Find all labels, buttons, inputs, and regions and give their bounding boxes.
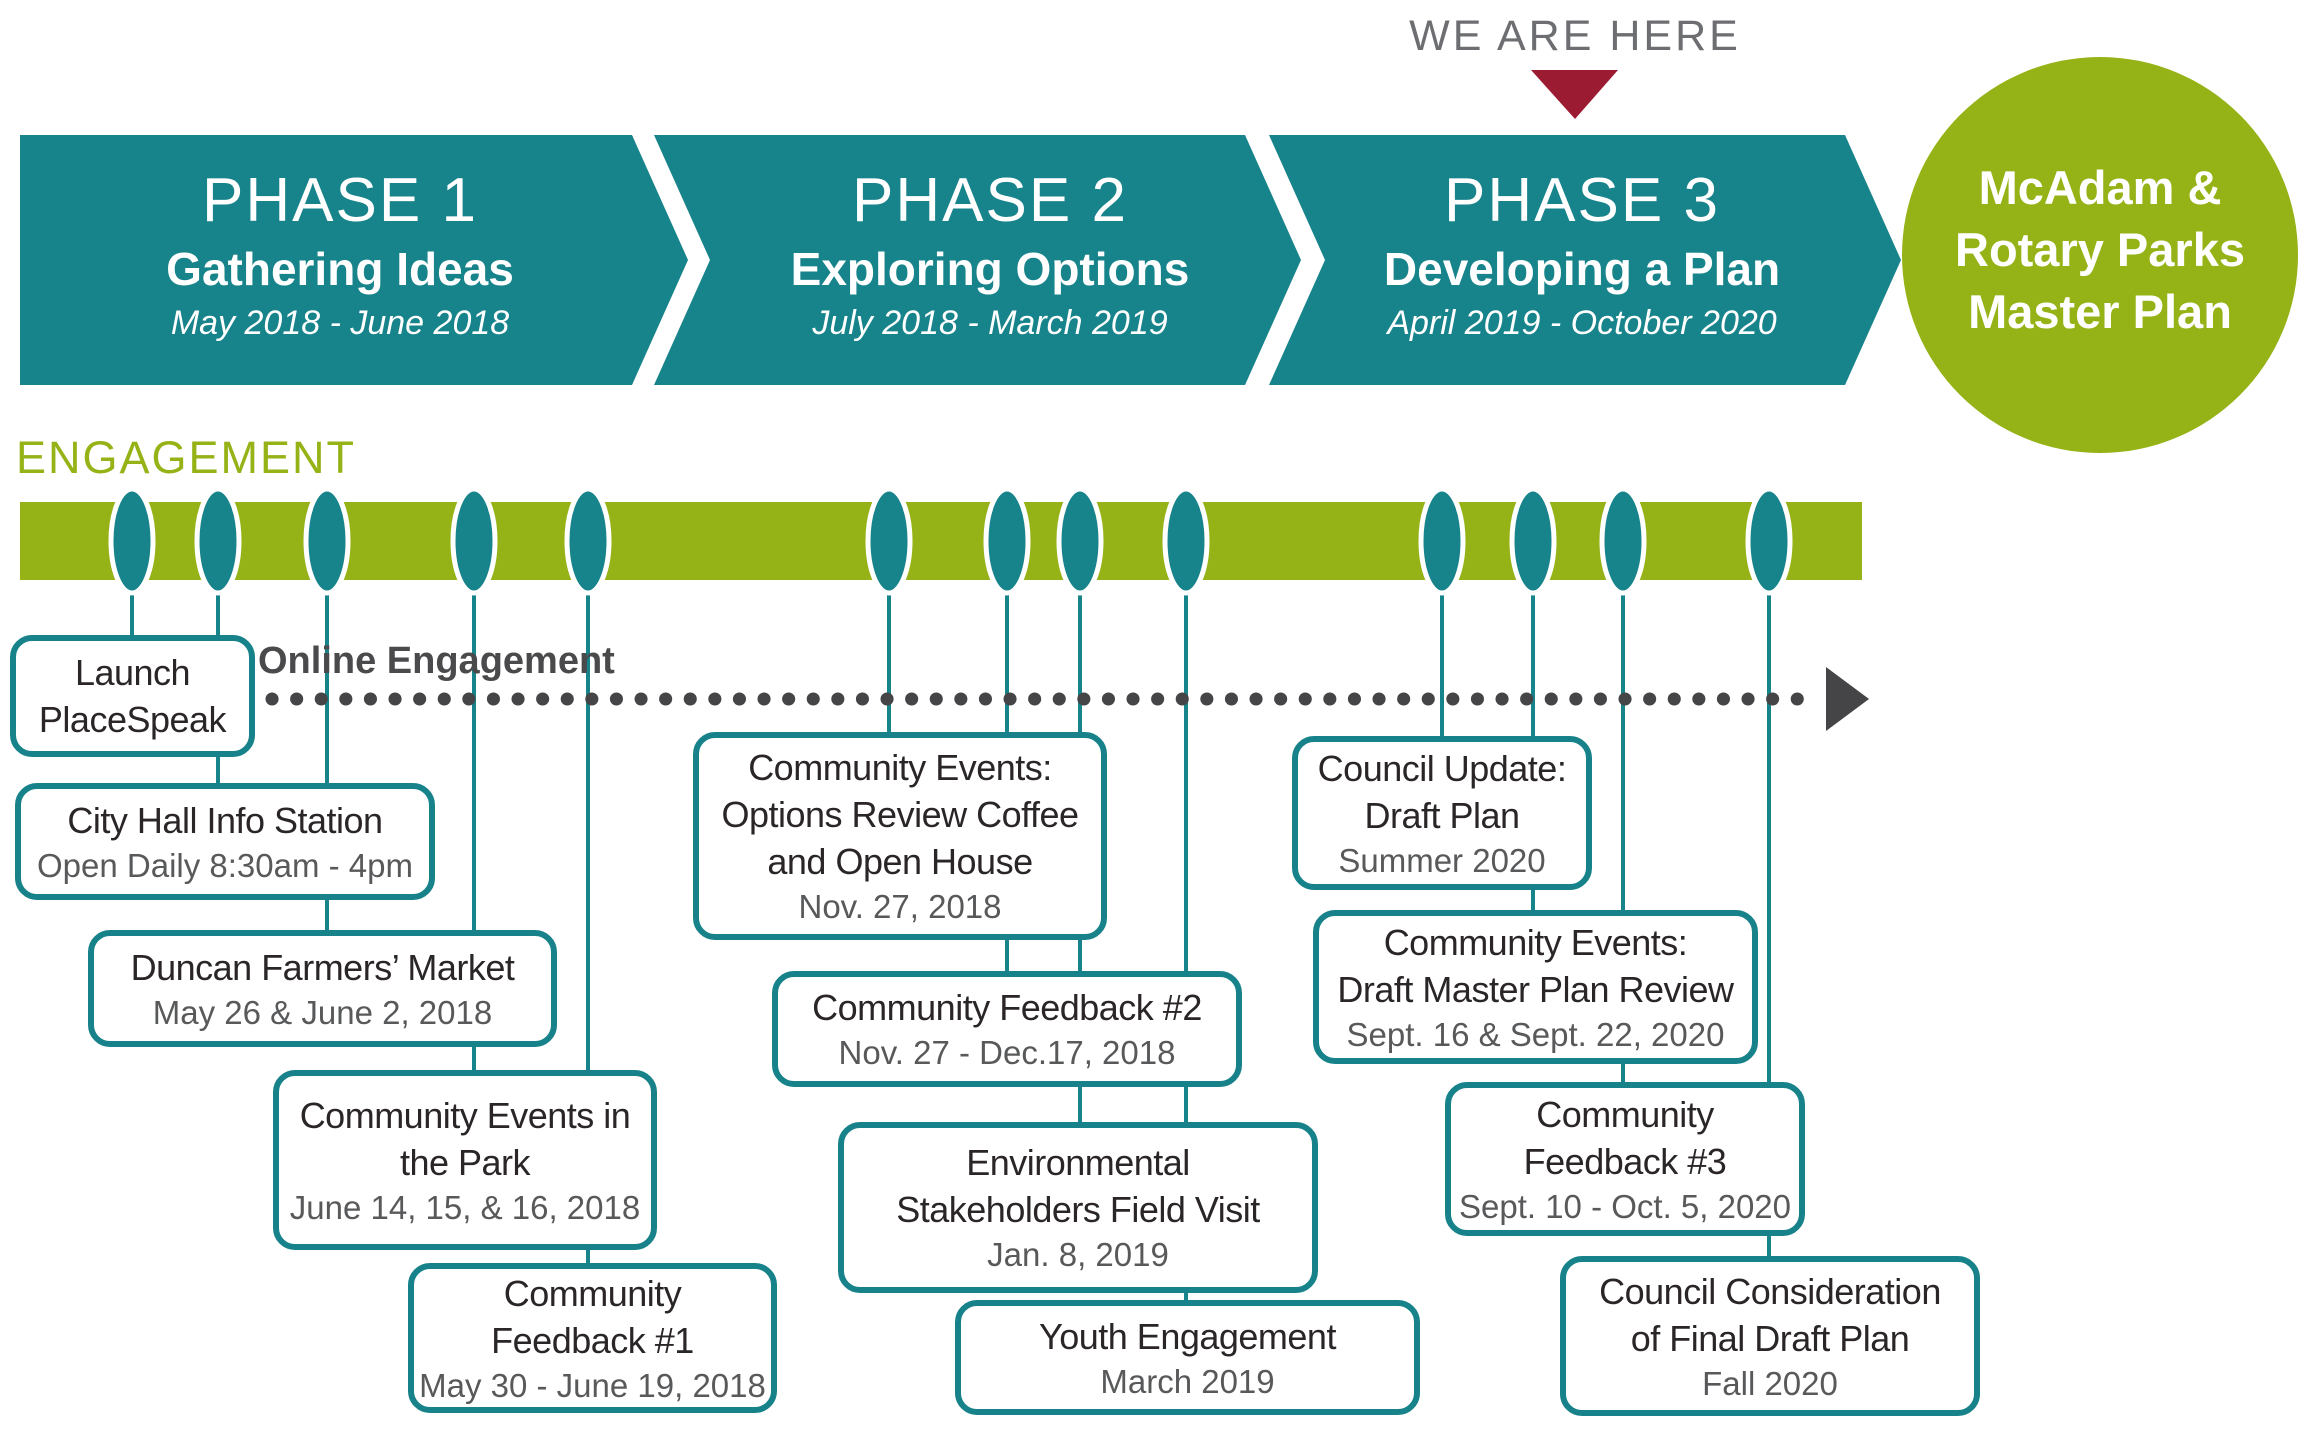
milestone-oval-icon: [1509, 486, 1557, 596]
milestone-oval-icon: [865, 486, 913, 596]
phase-1-dates: May 2018 - June 2018: [170, 304, 510, 342]
event-title-line: Draft Plan: [1364, 794, 1520, 836]
event-date: June 14, 15, & 16, 2018: [289, 1188, 641, 1226]
event-date: May 30 - June 19, 2018: [419, 1366, 766, 1404]
phase-1-text: PHASE 1 Gathering Ideas May 2018 - June …: [30, 163, 650, 347]
online-engagement-arrowhead-icon: [1826, 667, 1869, 731]
event-title-line: Environmental: [966, 1142, 1190, 1183]
event-date: May 26 & June 2, 2018: [152, 993, 493, 1031]
master-plan-line-2: Rotary Parks: [1955, 223, 2245, 276]
event-box: Council Consideration of Final Draft Plan…: [1560, 1256, 1980, 1416]
event-date: Sept. 10 - Oct. 5, 2020: [1458, 1187, 1792, 1225]
event-title-line: Feedback #3: [1523, 1140, 1727, 1182]
event-title-line: Stakeholders Field Visit: [896, 1189, 1260, 1230]
event-title-line: City Hall Info Station: [67, 799, 383, 841]
engagement-milestone-dots: [108, 486, 1793, 596]
event-title-line: Feedback #1: [491, 1319, 694, 1361]
event-title-line: Council Update:: [1317, 747, 1567, 789]
phase-1-chevron: [20, 135, 688, 385]
phase-3-subtitle: Developing a Plan: [1383, 243, 1781, 295]
we-are-here-label: WE ARE HERE: [1409, 12, 1741, 60]
phase-3-name: PHASE 3: [1444, 166, 1720, 235]
phase-2-dates: July 2018 - March 2019: [812, 304, 1168, 342]
event-title-line: Duncan Farmers’ Market: [130, 946, 515, 988]
milestone-oval-icon: [1162, 486, 1210, 596]
event-date: Fall 2020: [1702, 1364, 1838, 1402]
phase-2-name: PHASE 2: [852, 166, 1128, 235]
phase-1-name: PHASE 1: [202, 166, 478, 235]
event-title-line: Community: [503, 1272, 682, 1314]
milestone-oval-icon: [1056, 486, 1104, 596]
online-engagement-label: Online Engagement: [258, 640, 615, 682]
milestone-oval-icon: [1745, 486, 1793, 596]
phase-1-subtitle: Gathering Ideas: [166, 243, 514, 295]
event-date: Nov. 27, 2018: [798, 888, 1002, 925]
event-title-line: PlaceSpeak: [38, 699, 227, 740]
event-title-line: Options Review Coffee: [721, 794, 1079, 835]
milestone-oval-icon: [450, 486, 498, 596]
engagement-heading: ENGAGEMENT: [16, 432, 357, 483]
milestone-oval-icon: [1418, 486, 1466, 596]
event-title-line: the Park: [399, 1141, 531, 1183]
event-date: Open Daily 8:30am - 4pm: [36, 846, 413, 884]
event-title-line: of Final Draft Plan: [1630, 1317, 1910, 1359]
event-title-line: Council Consideration: [1599, 1270, 1941, 1312]
event-date: Jan. 8, 2019: [987, 1236, 1169, 1273]
event-title-line: Draft Master Plan Review: [1337, 968, 1734, 1010]
event-date: Nov. 27 - Dec.17, 2018: [838, 1034, 1176, 1071]
phase-2-chevron: [654, 135, 1301, 385]
we-are-here-pointer-icon: [1531, 70, 1618, 119]
master-plan-line-3: Master Plan: [1968, 285, 2232, 338]
event-box: Community Events: Options Review Coffee an…: [693, 732, 1107, 940]
engagement-bar: [20, 502, 1862, 580]
event-title-line: Community Events in: [299, 1094, 631, 1136]
milestone-oval-icon: [108, 486, 156, 596]
phase-3-text: PHASE 3 Developing a Plan April 2019 - O…: [1272, 163, 1892, 347]
milestone-oval-icon: [194, 486, 242, 596]
event-title-line: Community Feedback #2: [812, 987, 1202, 1028]
event-title-line: Community Events:: [1383, 921, 1688, 963]
phase-2-subtitle: Exploring Options: [790, 243, 1190, 295]
milestone-oval-icon: [1599, 486, 1647, 596]
master-plan-line-1: McAdam &: [1978, 161, 2222, 214]
event-title-line: Launch: [74, 652, 191, 693]
milestone-oval-icon: [564, 486, 612, 596]
event-date: March 2019: [1100, 1362, 1275, 1400]
event-title-line: and Open House: [767, 841, 1033, 882]
event-title-line: Community: [1536, 1093, 1714, 1135]
event-date: Summer 2020: [1338, 841, 1546, 879]
milestone-oval-icon: [303, 486, 351, 596]
event-date: Sept. 16 & Sept. 22, 2020: [1346, 1015, 1725, 1053]
event-box: Community Feedback #2 Nov. 27 - Dec.17, 2…: [772, 971, 1242, 1087]
phase-2-text: PHASE 2 Exploring Options July 2018 - Ma…: [680, 163, 1300, 347]
phase-3-dates: April 2019 - October 2020: [1387, 304, 1777, 342]
event-title-line: Youth Engagement: [1039, 1315, 1336, 1357]
event-box: Community Events: Draft Master Plan Revie…: [1313, 910, 1758, 1064]
event-title-line: Community Events:: [748, 747, 1052, 788]
milestone-oval-icon: [983, 486, 1031, 596]
master-plan-label: McAdam & Rotary Parks Master Plan: [1902, 157, 2298, 343]
phase-3-chevron: [1269, 135, 1901, 385]
master-plan-circle: [1902, 57, 2298, 453]
